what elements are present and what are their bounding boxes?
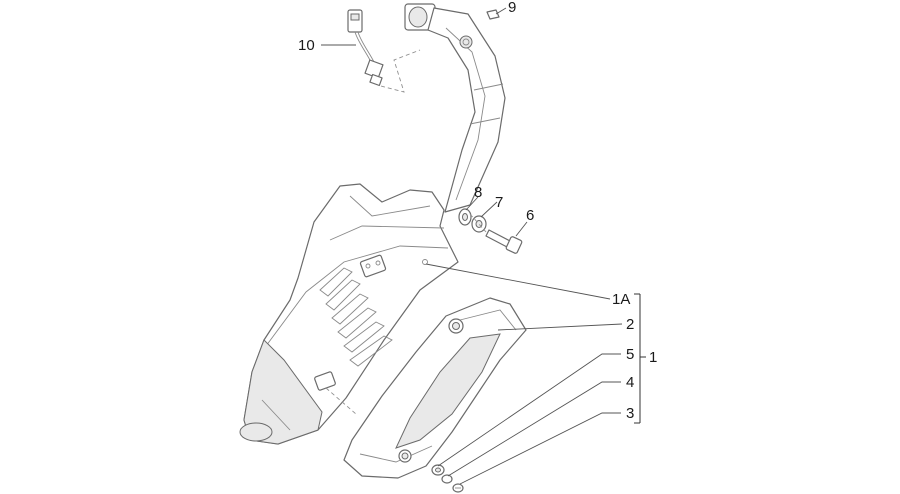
callout-4: 4	[626, 374, 635, 391]
callout-3: 3	[626, 405, 635, 422]
callout-6: 6	[526, 207, 535, 224]
muffler-body	[239, 183, 459, 445]
nut-9	[486, 9, 500, 20]
callout-1: 1	[649, 349, 658, 366]
washer-4	[441, 474, 453, 484]
leader-lines	[321, 7, 623, 485]
heat-shield	[343, 297, 527, 479]
muffler-slots	[319, 267, 393, 367]
washer-8	[458, 208, 472, 226]
grommet-5	[431, 464, 445, 476]
header-pipe	[404, 3, 506, 213]
callout-7: 7	[495, 194, 504, 211]
callout-9: 9	[508, 0, 517, 16]
washer-7	[471, 215, 487, 233]
lambda-sensor	[347, 9, 384, 87]
screw-3	[452, 483, 464, 493]
bolt-6	[485, 229, 523, 254]
callout-5: 5	[626, 346, 635, 363]
callout-2: 2	[626, 316, 635, 333]
callout-1A: 1A	[612, 291, 631, 308]
callout-10: 10	[298, 37, 315, 54]
sensor-dash-line	[380, 49, 421, 93]
callout-8: 8	[474, 184, 483, 201]
